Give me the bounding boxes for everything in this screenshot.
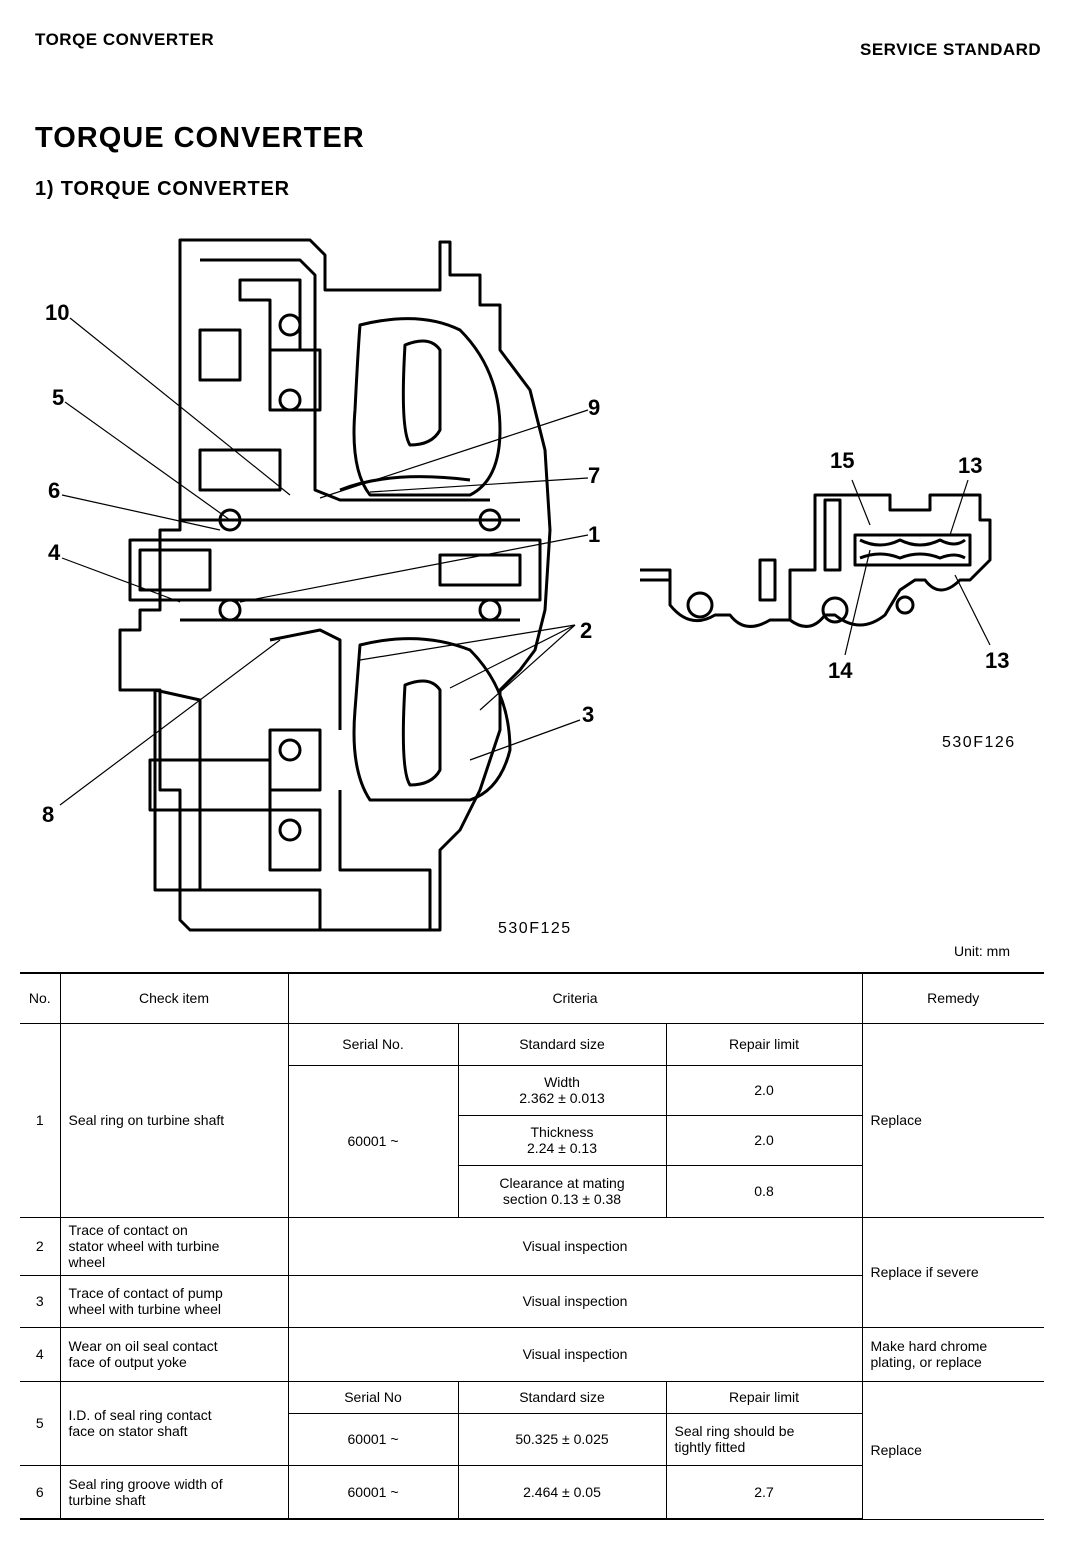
row-no: 5 — [20, 1380, 61, 1466]
section-title: 1) TORQUE CONVERTER — [35, 178, 290, 200]
repair-limit: 2.7 — [665, 1464, 863, 1520]
row-check-item: Trace of contact on stator wheel with tu… — [59, 1216, 289, 1276]
sub-header-repair-limit: Repair limit — [665, 1022, 863, 1066]
sub-header-serial: Serial No. — [287, 1022, 459, 1066]
row-check-item: I.D. of seal ring contact face on stator… — [59, 1380, 289, 1466]
detail-callout-14: 14 — [828, 658, 853, 683]
callout-5: 5 — [52, 385, 64, 410]
limit-line: tightly fitted — [674, 1439, 746, 1455]
table-row: 4 Wear on oil seal contact face of outpu… — [20, 1326, 1044, 1382]
row-check-item: Seal ring on turbine shaft — [59, 1022, 289, 1218]
row-no: 4 — [20, 1326, 61, 1382]
row-check-item: Wear on oil seal contact face of output … — [59, 1326, 289, 1382]
callout-9: 9 — [588, 395, 600, 420]
item-line: stator wheel with turbine — [68, 1238, 220, 1254]
table-row: 60001 ~ Width 2.362 ± 0.013 2.0 — [20, 1064, 1044, 1218]
service-standard-table: No. Check item Criteria Remedy 1 Seal ri… — [20, 972, 1044, 1520]
row-remedy: Replace if severe — [861, 1216, 1044, 1328]
row-check-item: Seal ring groove width of turbine shaft — [59, 1464, 289, 1520]
row-criteria: Visual inspection — [287, 1216, 863, 1276]
header-right: SERVICE STANDARD — [860, 40, 1042, 59]
item-line: Trace of contact of pump — [68, 1285, 223, 1301]
callout-4: 4 — [48, 540, 61, 565]
sub-header-standard-size: Standard size — [457, 1380, 667, 1414]
row-no: 6 — [20, 1464, 61, 1520]
page-title: TORQUE CONVERTER — [35, 122, 365, 154]
standard-size-thickness: Thickness 2.24 ± 0.13 — [457, 1114, 667, 1166]
callout-1: 1 — [588, 522, 600, 547]
callout-6: 6 — [48, 478, 60, 503]
table-row: 2 Trace of contact on stator wheel with … — [20, 1216, 1044, 1328]
repair-limit: 2.0 — [665, 1064, 863, 1116]
table-header-row: No. Check item Criteria Remedy — [20, 972, 1044, 1024]
item-line: Seal ring groove width of — [68, 1475, 223, 1492]
table-row: 3 Trace of contact of pump wheel with tu… — [20, 1274, 1044, 1328]
row-no: 2 — [20, 1216, 61, 1276]
item-line: wheel with turbine wheel — [68, 1301, 222, 1317]
limit-line: Seal ring should be — [674, 1423, 795, 1439]
standard-size: 50.325 ± 0.025 — [457, 1412, 667, 1466]
item-line: face of output yoke — [68, 1354, 187, 1370]
unit-label: Unit: mm — [954, 943, 1010, 959]
size-value: 2.24 ± 0.13 — [527, 1140, 597, 1156]
header-remedy: Remedy — [861, 972, 1044, 1024]
row-criteria: Visual inspection — [287, 1274, 863, 1328]
remedy-line: plating, or replace — [870, 1354, 982, 1370]
size-label: Clearance at mating — [499, 1175, 625, 1191]
serial-value: 60001 ~ — [287, 1412, 459, 1466]
table-row: 6 Seal ring groove width of turbine shaf… — [20, 1464, 1044, 1520]
item-line: wheel — [68, 1254, 106, 1270]
detail-callout-13-bottom: 13 — [985, 648, 1009, 673]
row-no: 3 — [20, 1274, 61, 1328]
row-remedy: Replace — [861, 1380, 1044, 1520]
serial-value: 60001 ~ — [287, 1464, 459, 1520]
size-label: Width — [544, 1074, 580, 1090]
callout-3: 3 — [582, 702, 594, 727]
serial-value: 60001 ~ — [287, 1064, 459, 1218]
item-line: turbine shaft — [68, 1491, 146, 1508]
sub-header-standard-size: Standard size — [457, 1022, 667, 1066]
figure-code-detail: 530F126 — [942, 734, 1016, 751]
torque-converter-drawing: 10 5 6 4 8 9 7 1 2 3 — [42, 238, 600, 932]
row-remedy: Make hard chrome plating, or replace — [861, 1326, 1044, 1382]
figure-code-main: 530F125 — [498, 920, 572, 937]
standard-size: 2.464 ± 0.05 — [457, 1464, 667, 1520]
callout-10: 10 — [45, 300, 69, 325]
callout-7: 7 — [588, 463, 600, 488]
row-criteria: Visual inspection — [287, 1326, 863, 1382]
remedy-line: Make hard chrome — [870, 1338, 988, 1354]
repair-limit: 0.8 — [665, 1164, 863, 1218]
size-value: 2.362 ± 0.013 — [519, 1090, 605, 1106]
item-line: I.D. of seal ring contact — [68, 1407, 212, 1423]
item-line: Wear on oil seal contact — [68, 1338, 218, 1354]
table-row: 1 Seal ring on turbine shaft Serial No. … — [20, 1022, 1044, 1218]
row-no: 1 — [20, 1022, 61, 1218]
table-row: Thickness 2.24 ± 0.13 2.0 — [20, 1114, 1044, 1166]
table-row: 5 I.D. of seal ring contact face on stat… — [20, 1380, 1044, 1520]
row-check-item: Trace of contact of pump wheel with turb… — [59, 1274, 289, 1328]
regulator-detail-drawing: 15 13 14 13 — [640, 448, 1009, 683]
repair-limit: 2.0 — [665, 1114, 863, 1166]
sub-header-serial: Serial No — [287, 1380, 459, 1414]
standard-size-clearance: Clearance at mating section 0.13 ± 0.38 — [457, 1164, 667, 1218]
row-remedy: Replace — [861, 1022, 1044, 1218]
header-left: TORQE CONVERTER — [35, 30, 215, 49]
detail-callout-13-top: 13 — [958, 453, 982, 478]
header-no: No. — [20, 972, 61, 1024]
item-line: Trace of contact on — [68, 1222, 188, 1238]
size-value: section 0.13 ± 0.38 — [502, 1191, 622, 1207]
detail-callout-15: 15 — [830, 448, 854, 473]
callout-2: 2 — [580, 618, 592, 643]
size-label: Thickness — [530, 1124, 594, 1140]
header-criteria: Criteria — [287, 972, 863, 1024]
callout-8: 8 — [42, 802, 54, 827]
standard-size-width: Width 2.362 ± 0.013 — [457, 1064, 667, 1116]
sub-header-repair-limit: Repair limit — [665, 1380, 863, 1414]
header-check-item: Check item — [59, 972, 289, 1024]
item-line: face on stator shaft — [68, 1423, 188, 1439]
repair-limit: Seal ring should be tightly fitted — [665, 1412, 863, 1466]
